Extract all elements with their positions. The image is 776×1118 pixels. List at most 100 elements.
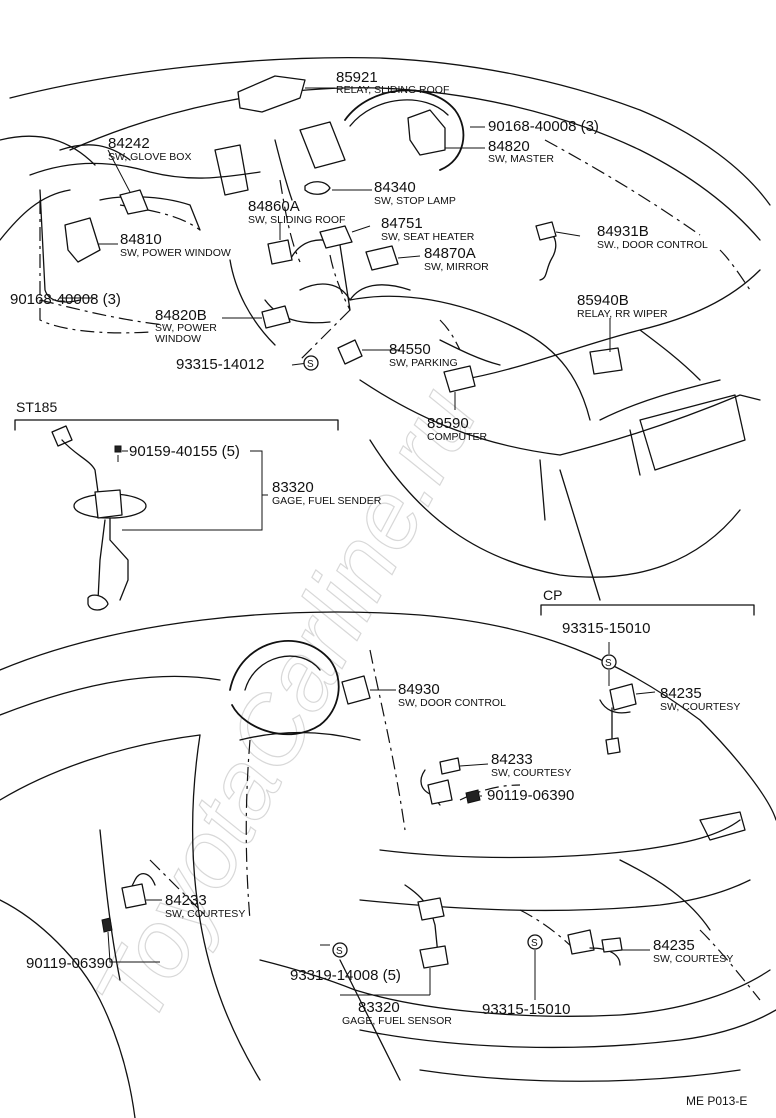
part-desc: COMPUTER <box>427 431 488 443</box>
part-number: 84820B <box>155 307 207 324</box>
upper-vehicle-outline <box>0 56 771 601</box>
label-83320-bottom: 83320 GAGE, FUEL SENSOR <box>342 999 452 1027</box>
part-number: 93315-15010 <box>562 620 650 637</box>
part-number: 84235 <box>653 937 695 954</box>
master-switch-shape <box>407 109 446 156</box>
part-desc: SW, POWER WINDOW <box>120 247 231 259</box>
lower-vehicle-outline <box>0 611 776 1118</box>
part-number: 84931B <box>597 223 649 240</box>
seat-heater-switch-shape <box>319 225 353 249</box>
label-84233-mid: 84233 SW, COURTESY <box>491 751 571 779</box>
part-number: 84810 <box>120 231 162 248</box>
parking-switch-shape <box>337 339 363 365</box>
door-control-switch-shape <box>535 221 557 241</box>
part-desc: SW, COURTESY <box>491 767 571 779</box>
part-number: 84242 <box>108 135 150 152</box>
s-mark-1: S <box>307 359 314 370</box>
part-desc: SW, PARKING <box>389 357 458 369</box>
part-desc: SW, DOOR CONTROL <box>398 697 506 709</box>
label-89590: 89590 COMPUTER <box>427 415 488 443</box>
part-desc: GAGE, FUEL SENSOR <box>342 1015 452 1027</box>
part-number: 84340 <box>374 179 416 196</box>
part-desc: SW, COURTESY <box>660 701 740 713</box>
door-control-switch-b-shape <box>341 675 371 705</box>
label-84820: 84820 SW, MASTER <box>488 138 554 165</box>
label-84931b: 84931B SW., DOOR CONTROL <box>597 223 708 251</box>
part-number: 84233 <box>491 751 533 768</box>
part-desc: RELAY, RR WIPER <box>577 308 668 320</box>
part-desc: SW, SEAT HEATER <box>381 231 475 243</box>
courtesy-switch-cp-shape <box>609 683 637 711</box>
leader-lines <box>60 87 656 1000</box>
part-desc: SW, STOP LAMP <box>374 195 456 207</box>
part-number: 84235 <box>660 685 702 702</box>
part-number: 84860A <box>248 198 300 215</box>
label-84810: 84810 SW, POWER WINDOW <box>120 231 231 259</box>
part-desc: GAGE, FUEL SENDER <box>272 495 382 507</box>
label-84235-cp: 84235 SW, COURTESY <box>660 685 740 713</box>
label-84820b: 84820B SW, POWER WINDOW <box>155 307 217 345</box>
label-84340: 84340 SW, STOP LAMP <box>374 179 456 207</box>
part-number: 84233 <box>165 892 207 909</box>
label-84860a: 84860A SW, SLIDING ROOF <box>248 198 345 226</box>
part-desc: SW, GLOVE BOX <box>108 151 191 163</box>
label-84235-right: 84235 SW, COURTESY <box>653 937 733 965</box>
part-number: 93315-15010 <box>482 1001 570 1018</box>
part-number: 84820 <box>488 138 530 155</box>
courtesy-switch-c-shape <box>567 929 595 955</box>
label-85921: 85921 RELAY, SLIDING ROOF <box>336 69 449 96</box>
part-desc: SW, POWER <box>155 322 217 334</box>
part-desc: SW, MASTER <box>488 153 554 165</box>
part-desc-2: WINDOW <box>155 333 201 345</box>
s-mark-4: S <box>531 938 538 949</box>
section-cp: CP <box>543 587 562 603</box>
part-number: 90168-40008 (3) <box>488 118 599 135</box>
courtesy-switch-b-shape <box>121 883 147 909</box>
lower-part-shapes <box>101 604 755 969</box>
part-labels: 85921 RELAY, SLIDING ROOF 90168-40008 (3… <box>10 69 740 1027</box>
label-84242: 84242 SW, GLOVE BOX <box>108 135 191 163</box>
part-number: 90119-06390 <box>26 955 113 972</box>
part-number: 84870A <box>424 245 476 262</box>
part-number: 83320 <box>358 999 400 1016</box>
part-number: 90119-06390 <box>487 787 574 804</box>
label-90168-top: 90168-40008 (3) <box>488 118 599 135</box>
part-desc: SW, COURTESY <box>165 908 245 920</box>
s-marks: S S S S <box>303 355 617 958</box>
section-st185: ST185 <box>16 399 57 415</box>
part-number: 93315-14012 <box>176 356 264 373</box>
label-90159: 90159-40155 (5) <box>129 443 240 460</box>
label-90168-left: 90168-40008 (3) <box>10 291 121 308</box>
part-desc: RELAY, SLIDING ROOF <box>336 84 449 96</box>
courtesy-switch-a-shape <box>427 779 453 805</box>
label-90119-left: 90119-06390 <box>26 955 113 972</box>
relay-rr-wiper-shape <box>589 347 623 375</box>
glove-box-switch-shape <box>119 189 149 215</box>
part-number: 85921 <box>336 69 378 86</box>
power-window-b-switch-shape <box>261 305 291 329</box>
part-number: 93319-14008 (5) <box>290 967 401 984</box>
label-84870a: 84870A SW, MIRROR <box>424 245 489 273</box>
part-number: 84550 <box>389 341 431 358</box>
part-number: 89590 <box>427 415 469 432</box>
part-desc: SW, SLIDING ROOF <box>248 214 345 226</box>
part-desc: SW, MIRROR <box>424 261 489 273</box>
label-93315-14012: 93315-14012 <box>176 356 264 373</box>
part-number: 90159-40155 (5) <box>129 443 240 460</box>
part-desc: SW, COURTESY <box>653 953 733 965</box>
sliding-roof-switch-shape <box>267 239 293 265</box>
s-mark-3: S <box>336 946 343 957</box>
relay-sliding-roof-shape <box>237 75 306 113</box>
label-84751: 84751 SW, SEAT HEATER <box>381 215 475 243</box>
label-84233-left: 84233 SW, COURTESY <box>165 892 245 920</box>
upper-part-shapes <box>64 75 623 393</box>
label-90119-mid: 90119-06390 <box>487 787 574 804</box>
diagram-code: ME P013-E <box>686 1094 747 1108</box>
label-83320-top: 83320 GAGE, FUEL SENDER <box>272 479 382 507</box>
part-number: 84930 <box>398 681 440 698</box>
s-mark-2: S <box>605 658 612 669</box>
part-number: 90168-40008 (3) <box>10 291 121 308</box>
part-desc: SW., DOOR CONTROL <box>597 239 708 251</box>
part-number: 85940B <box>577 292 629 309</box>
